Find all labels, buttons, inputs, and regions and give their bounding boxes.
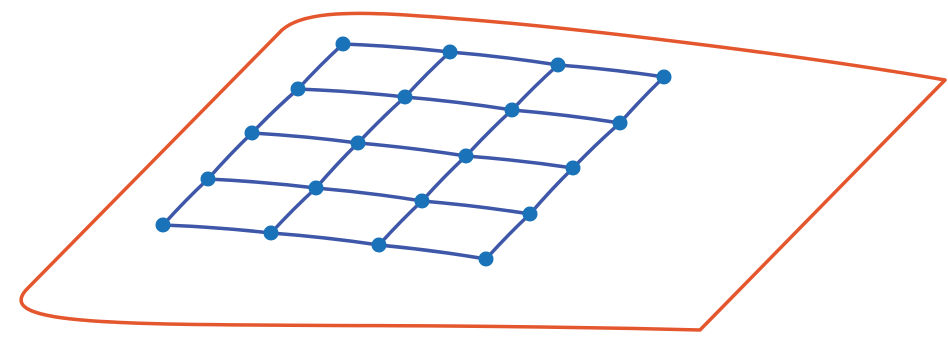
grid-row-segment (448, 50, 560, 67)
grid-row-segment (250, 131, 360, 145)
grid-node (200, 171, 216, 187)
grid-row-segment (510, 108, 622, 125)
grid-column-segment (269, 186, 318, 235)
grid-row-segment (556, 63, 666, 79)
grid-row-segment (356, 141, 468, 158)
grid-row-segment (314, 186, 424, 203)
grid-node (397, 89, 413, 105)
grid-node (155, 217, 171, 233)
grid-column-segment (314, 141, 360, 190)
grid-node (335, 36, 351, 52)
grid-row-segment (206, 177, 318, 190)
grid-column-segment (377, 199, 424, 247)
grid-node (522, 206, 538, 222)
grid-column-segment (420, 154, 468, 203)
grid-node (350, 135, 366, 151)
grid-node (550, 57, 566, 73)
grid-node (565, 160, 581, 176)
grid-node (656, 69, 672, 85)
grid-node (478, 251, 494, 267)
grid-column-segment (296, 42, 345, 91)
grid-node (442, 44, 458, 60)
grid-node (308, 180, 324, 196)
grid-row-segment (403, 95, 514, 112)
grid-row-segment (464, 154, 575, 170)
grid-column-segment (618, 75, 666, 125)
grid-column-segment (161, 177, 210, 227)
grid-node (371, 237, 387, 253)
grid-node (458, 148, 474, 164)
grid-row-segment (269, 231, 381, 247)
grid-column-segment (206, 131, 254, 181)
grid-nodes (155, 36, 672, 267)
surface-outline (19, 11, 947, 332)
grid-row-segment (341, 42, 452, 54)
grid-row-segment (296, 87, 407, 99)
grid-column-segment (528, 166, 575, 216)
grid-column-segment (484, 212, 532, 261)
grid-node (414, 193, 430, 209)
grid-column-segment (250, 87, 300, 135)
grid-node (504, 102, 520, 118)
grid-row-segment (377, 243, 488, 261)
grid-column-segment (356, 95, 407, 145)
grid-node (244, 125, 260, 141)
grid-column-segment (510, 63, 560, 112)
grid-row-segment (161, 223, 273, 235)
grid-node (290, 81, 306, 97)
grid-column-segment (571, 121, 622, 170)
grid-column-segment (464, 108, 514, 158)
grid-node (263, 225, 279, 241)
grid-column-segment (403, 50, 452, 99)
grid-node (612, 115, 628, 131)
grid-row-segment (420, 199, 532, 216)
